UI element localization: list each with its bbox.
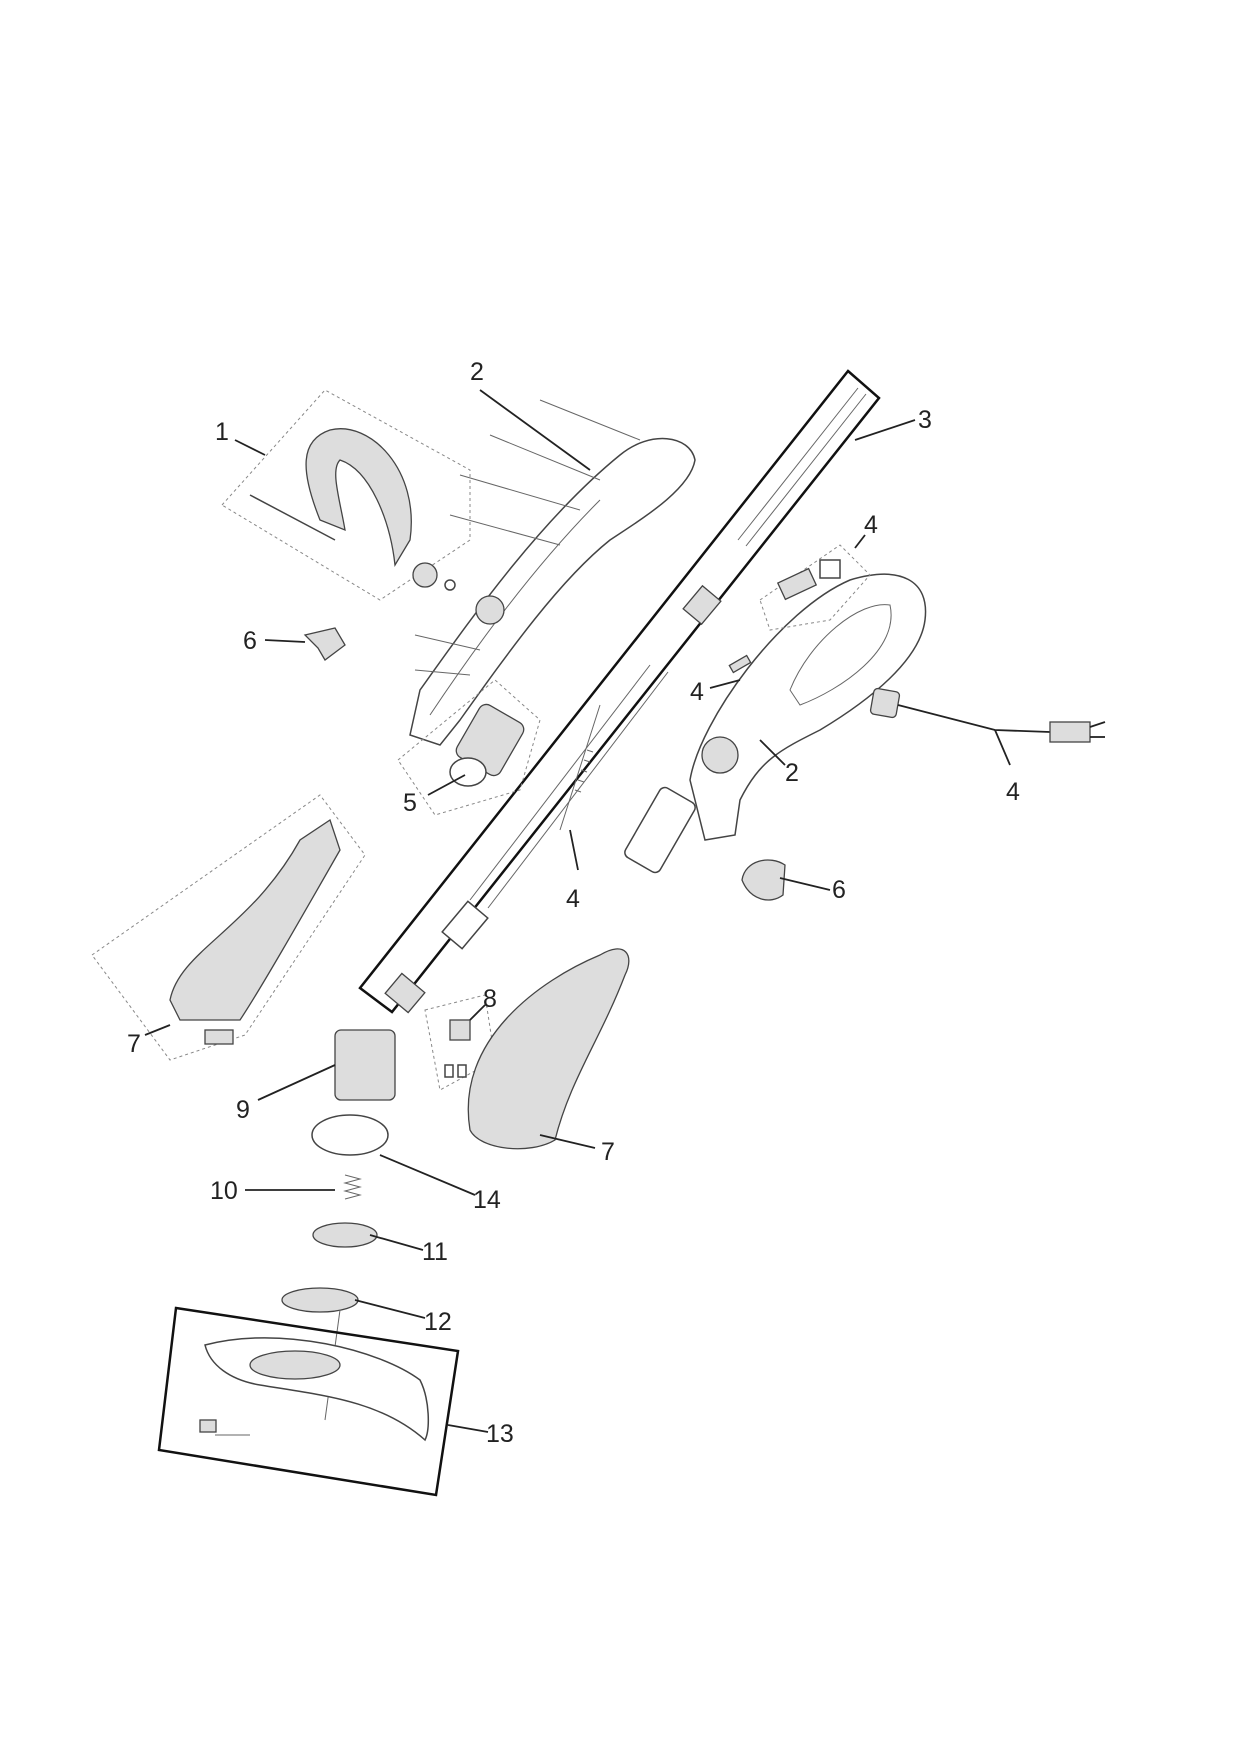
spool bbox=[312, 1222, 378, 1248]
callout-14: 14 bbox=[473, 1186, 501, 1214]
left-housing-half bbox=[409, 399, 696, 746]
knob-assembly bbox=[397, 679, 541, 816]
fan bbox=[311, 1114, 389, 1156]
shaft-assembly bbox=[358, 369, 881, 1014]
power-cord bbox=[869, 687, 1106, 743]
callout-labels: 1 2 3 4 6 4 2 4 5 4 6 7 8 9 7 10 14 11 1… bbox=[127, 358, 1020, 1448]
spring-10 bbox=[343, 1174, 362, 1200]
callout-4-switch: 4 bbox=[864, 511, 878, 539]
callout-4-spring: 4 bbox=[566, 885, 580, 913]
callout-13: 13 bbox=[486, 1420, 514, 1448]
spring bbox=[559, 704, 601, 831]
callout-11: 11 bbox=[422, 1238, 448, 1266]
callout-7-right: 7 bbox=[601, 1138, 615, 1166]
callout-8: 8 bbox=[483, 985, 497, 1013]
callout-12: 12 bbox=[424, 1308, 452, 1336]
callout-10: 10 bbox=[210, 1177, 238, 1205]
callout-3: 3 bbox=[918, 406, 932, 434]
motor bbox=[334, 1029, 396, 1101]
callout-5: 5 bbox=[403, 789, 417, 817]
right-housing-half bbox=[624, 544, 927, 874]
clip-left bbox=[303, 627, 346, 661]
leader-lines bbox=[144, 389, 1011, 1433]
callout-6-left: 6 bbox=[243, 627, 257, 655]
callout-4-cord: 4 bbox=[1006, 778, 1020, 806]
motor-housing-right bbox=[467, 948, 630, 1150]
callout-2-right: 2 bbox=[785, 759, 799, 787]
callout-6-right: 6 bbox=[832, 876, 846, 904]
callout-1: 1 bbox=[215, 418, 229, 446]
callout-7-left: 7 bbox=[127, 1030, 141, 1058]
guard-assembly bbox=[157, 1306, 460, 1497]
clip-right bbox=[741, 859, 786, 901]
front-handle-assembly bbox=[221, 389, 471, 601]
callout-9: 9 bbox=[236, 1096, 250, 1124]
callout-4-plate: 4 bbox=[690, 678, 704, 706]
callout-2-top: 2 bbox=[470, 358, 484, 386]
spool-cap bbox=[281, 1287, 359, 1313]
motor-housing-left bbox=[91, 794, 366, 1061]
